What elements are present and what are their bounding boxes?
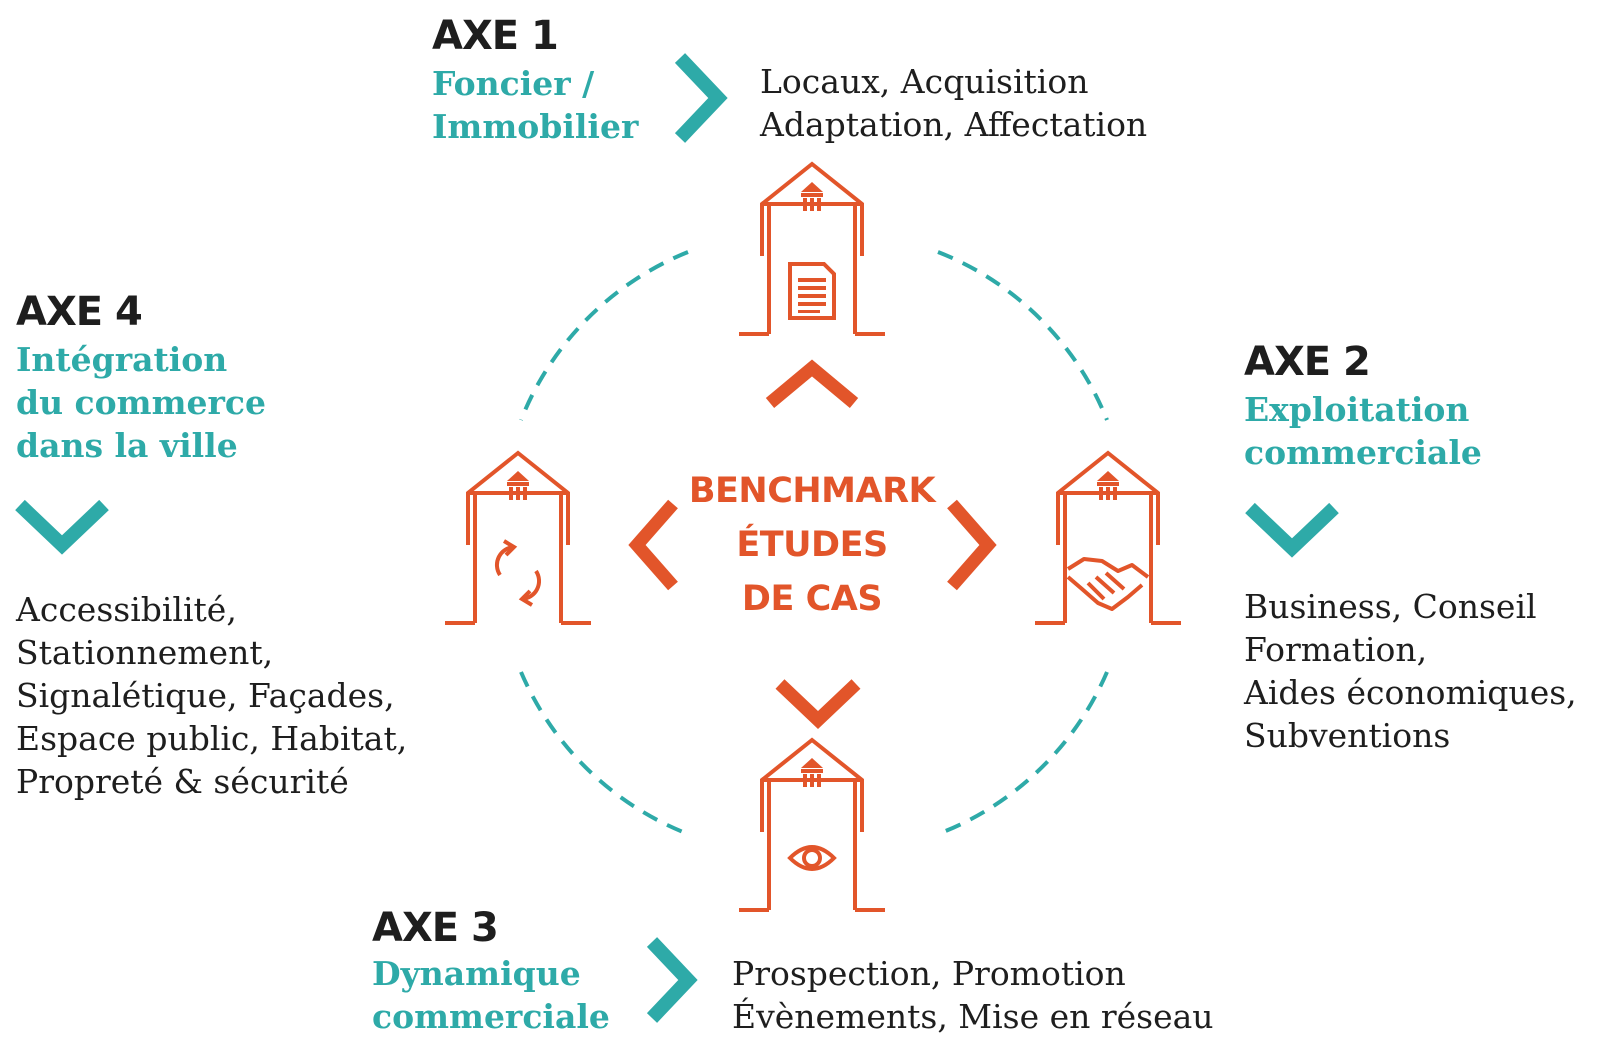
axe4-name-line: dans la ville [16, 426, 238, 465]
axe3-block: AXE 3 Dynamique commerciale [372, 906, 610, 1038]
axe4-heading: AXE 4 [16, 289, 143, 335]
dashed-circle [519, 250, 1109, 836]
center-chevron-right-icon [947, 499, 997, 591]
center-chevron-left-icon [628, 499, 678, 591]
center-label-line: DE CAS [741, 579, 883, 619]
axe3-building-icon [737, 738, 887, 912]
center-label: BENCHMARK ÉTUDES DE CAS [672, 464, 952, 626]
axe2-description-line: Aides économiques, [1244, 673, 1577, 712]
axe4-building-icon [443, 451, 593, 625]
axe1-name-line: Immobilier [432, 107, 639, 146]
axe4-chevron-down-icon [15, 499, 109, 555]
axe2-chevron-down-icon [1245, 502, 1339, 558]
cycle-arrows-icon [494, 539, 542, 607]
axe4-name-line: du commerce [16, 383, 266, 422]
axe3-description-line: Prospection, Promotion [732, 954, 1126, 993]
axe1-building-icon [737, 162, 887, 336]
axe4-name-line: Intégration [16, 340, 228, 379]
document-icon [788, 262, 836, 320]
axe2-name-line: commerciale [1244, 433, 1482, 472]
axe2-heading: AXE 2 [1244, 339, 1371, 385]
axe1-description-line: Locaux, Acquisition [760, 62, 1089, 101]
axe2-description-line: Business, Conseil [1244, 587, 1537, 626]
center-label-line: BENCHMARK [688, 471, 936, 511]
axe1-name: Foncier / Immobilier [432, 62, 638, 148]
eye-icon [787, 845, 837, 871]
center-label-line: ÉTUDES [736, 525, 888, 565]
axe2-description-line: Formation, [1244, 630, 1428, 669]
axe4-description: Accessibilité, Stationnement, Signalétiq… [16, 588, 407, 803]
center-chevron-up-icon [765, 359, 859, 408]
axe3-heading: AXE 3 [372, 905, 499, 951]
axe1-name-line: Foncier / [432, 64, 595, 103]
axe3-description-line: Évènements, Mise en réseau [732, 997, 1214, 1036]
axe4-description-line: Accessibilité, [16, 590, 237, 629]
axe1-description-line: Adaptation, Affectation [760, 105, 1148, 144]
axe4-block: AXE 4 Intégration du commerce dans la vi… [16, 290, 266, 467]
center-chevron-down-icon [775, 679, 861, 729]
axe4-description-line: Propreté & sécurité [16, 762, 349, 801]
axe4-description-line: Stationnement, [16, 633, 274, 672]
axe1-heading: AXE 1 [432, 13, 559, 59]
axe1-description: Locaux, Acquisition Adaptation, Affectat… [760, 60, 1147, 146]
axe3-name-line: commerciale [372, 997, 610, 1036]
axe3-name: Dynamique commerciale [372, 952, 610, 1038]
axe4-description-line: Signalétique, Façades, [16, 676, 395, 715]
axe2-block: AXE 2 Exploitation commerciale [1244, 340, 1482, 474]
axe3-name-line: Dynamique [372, 954, 581, 993]
axe2-description: Business, Conseil Formation, Aides écono… [1244, 585, 1577, 757]
axe4-description-line: Espace public, Habitat, [16, 719, 408, 758]
axe2-name: Exploitation commerciale [1244, 388, 1482, 474]
axe3-chevron-right-icon [646, 937, 698, 1023]
axe3-description: Prospection, Promotion Évènements, Mise … [732, 952, 1214, 1038]
axe2-name-line: Exploitation [1244, 390, 1470, 429]
axe4-name: Intégration du commerce dans la ville [16, 338, 266, 467]
axe2-description-line: Subventions [1244, 716, 1451, 755]
handshake-icon [1066, 557, 1150, 611]
axe1-block: AXE 1 Foncier / Immobilier [432, 14, 638, 148]
axe2-building-icon [1033, 451, 1183, 625]
axe1-chevron-right-icon [674, 53, 728, 143]
